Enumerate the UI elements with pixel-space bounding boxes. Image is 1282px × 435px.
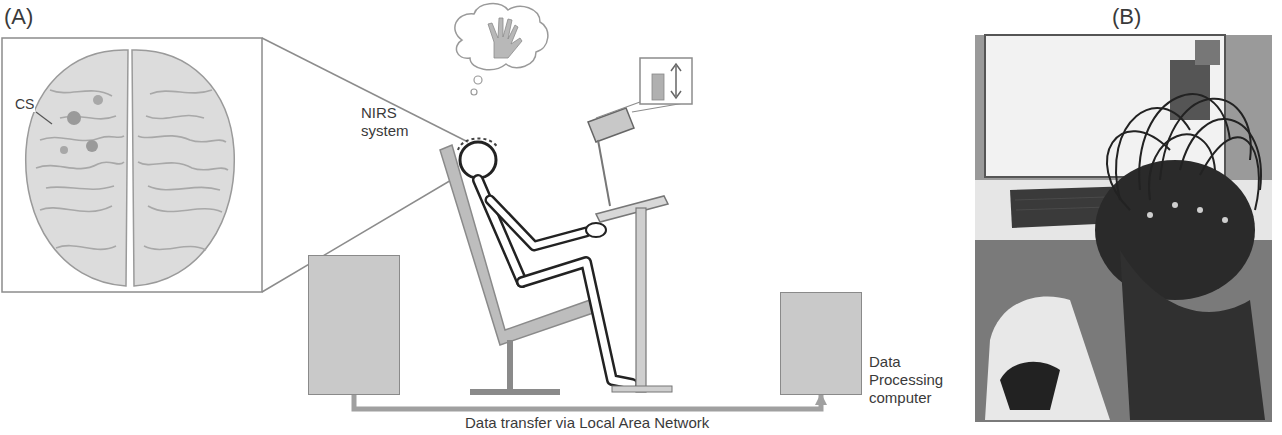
panel-label: (B) — [1112, 4, 1141, 30]
brain-illustration — [26, 50, 235, 286]
zoom-line — [262, 38, 468, 142]
panel-label: (A) — [4, 4, 33, 30]
node-label: NIRS system — [361, 104, 423, 140]
thought-bubble — [455, 4, 548, 95]
node-label: Data Processing computer — [869, 353, 953, 407]
photograph — [975, 35, 1272, 422]
region-label: CS — [14, 96, 35, 112]
computer-box: Data Processing computer — [780, 292, 862, 395]
data-link-arrow — [354, 395, 821, 409]
leader-line — [36, 112, 52, 124]
monitor — [588, 58, 692, 206]
subject-figure — [440, 138, 632, 392]
desk — [596, 196, 672, 392]
inset-frame — [2, 38, 262, 292]
nirs-system-box: NIRS system — [308, 255, 400, 395]
edge-label: Data transfer via Local Area Network — [462, 414, 712, 432]
